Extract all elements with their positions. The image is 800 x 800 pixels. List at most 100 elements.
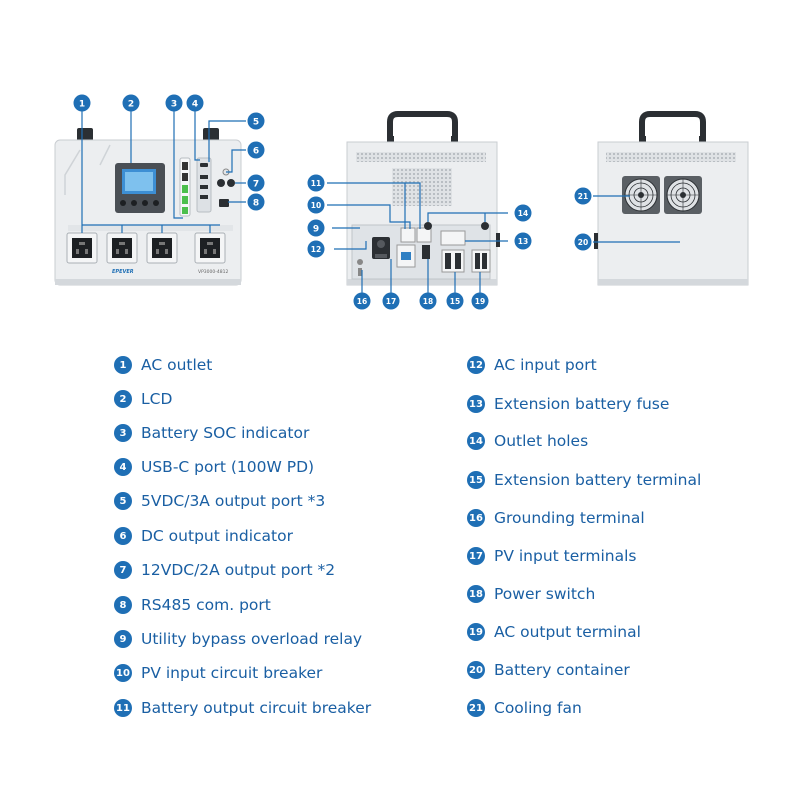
svg-text:5: 5 (253, 118, 259, 128)
callout-badge: 10 (307, 196, 325, 214)
svg-text:12: 12 (311, 245, 321, 254)
legend-number: 4 (114, 458, 132, 476)
front-view: EPEVER VP3000-4812 (54, 110, 246, 286)
legend-number: 8 (114, 596, 132, 614)
callout-badge: 8 (247, 193, 265, 211)
legend-label: USB-C port (100W PD) (141, 458, 315, 476)
legend-label: PV input circuit breaker (141, 664, 323, 682)
svg-text:20: 20 (578, 238, 588, 247)
legend-label: Battery container (494, 661, 630, 679)
legend-label: AC outlet (141, 356, 213, 374)
legend-item: 14 Outlet holes (467, 432, 588, 450)
legend-number: 15 (467, 471, 485, 489)
legend-item: 1 AC outlet (114, 356, 212, 374)
legend-item: 12 AC input port (467, 356, 597, 374)
legend-item: 8 RS485 com. port (114, 596, 271, 614)
callout-badge: 15 (446, 292, 464, 310)
legend-label: Power switch (494, 585, 596, 603)
svg-text:1: 1 (79, 100, 85, 110)
legend-number: 13 (467, 395, 485, 413)
svg-text:8: 8 (253, 199, 259, 209)
svg-text:15: 15 (450, 297, 460, 306)
callout-badge: 12 (307, 240, 325, 258)
legend-number: 5 (114, 492, 132, 510)
callout-badge: 2 (122, 94, 140, 112)
legend-number: 12 (467, 356, 485, 374)
callout-badge: 6 (247, 141, 265, 159)
callout-badge: 14 (514, 204, 532, 222)
callout-badge: 13 (514, 232, 532, 250)
legend-number: 21 (467, 699, 485, 717)
legend-number: 18 (467, 585, 485, 603)
callout-badge: 17 (382, 292, 400, 310)
svg-text:2: 2 (128, 100, 134, 110)
legend-number: 11 (114, 699, 132, 717)
svg-text:6: 6 (253, 147, 259, 157)
svg-text:16: 16 (357, 297, 367, 306)
svg-text:7: 7 (253, 180, 259, 190)
legend-item: 17 PV input terminals (467, 547, 637, 565)
ac-outlets (66, 232, 226, 264)
legend-label: DC output indicator (141, 527, 293, 545)
legend-item: 10 PV input circuit breaker (114, 664, 322, 682)
legend-item: 21 Cooling fan (467, 699, 582, 717)
legend-label: PV input terminals (494, 547, 637, 565)
callout-badge: 19 (471, 292, 489, 310)
legend-number: 7 (114, 561, 132, 579)
legend-label: AC input port (494, 356, 597, 374)
svg-text:14: 14 (518, 209, 528, 218)
legend-label: 5VDC/3A output port *3 (141, 492, 326, 510)
callout-badge: 18 (419, 292, 437, 310)
soc-indicator (179, 157, 191, 217)
svg-text:13: 13 (518, 237, 528, 246)
legend-item: 20 Battery container (467, 661, 630, 679)
legend-label: AC output terminal (494, 623, 641, 641)
legend-label: Outlet holes (494, 432, 589, 450)
legend-number: 20 (467, 661, 485, 679)
callout-badge: 9 (307, 219, 325, 237)
legend-item: 13 Extension battery fuse (467, 395, 669, 413)
svg-text:4: 4 (192, 100, 198, 110)
legend-label: Extension battery fuse (494, 395, 670, 413)
callout-badge: 16 (353, 292, 371, 310)
legend-label: RS485 com. port (141, 596, 271, 614)
callout-badge: 1 (73, 94, 91, 112)
callout-badge: 20 (574, 233, 592, 251)
legend-number: 17 (467, 547, 485, 565)
legend-item: 5 5VDC/3A output port *3 (114, 492, 325, 510)
callout-badge: 4 (186, 94, 204, 112)
callout-badges: 1 2 3 4 5 6 7 8 11 10 9 12 16 17 18 15 1… (73, 94, 592, 310)
legend-label: Grounding terminal (494, 509, 645, 527)
legend-number: 16 (467, 509, 485, 527)
legend-number: 19 (467, 623, 485, 641)
legend-item: 16 Grounding terminal (467, 509, 645, 527)
svg-text:18: 18 (423, 297, 433, 306)
callout-badge: 11 (307, 174, 325, 192)
legend-label: Extension battery terminal (494, 471, 702, 489)
lcd-module (115, 163, 165, 213)
legend-label: Utility bypass overload relay (141, 630, 363, 648)
callout-badge: 21 (574, 187, 592, 205)
svg-text:10: 10 (311, 201, 321, 210)
legend-item: 4 USB-C port (100W PD) (114, 458, 314, 476)
rear-view (327, 111, 508, 300)
callout-badge: 5 (247, 112, 265, 130)
svg-text:19: 19 (475, 297, 485, 306)
legend-number: 1 (114, 356, 132, 374)
legend-number: 10 (114, 664, 132, 682)
svg-text:17: 17 (386, 297, 396, 306)
legend-label: Cooling fan (494, 699, 582, 717)
legend-label: Battery SOC indicator (141, 424, 310, 442)
legend-number: 14 (467, 432, 485, 450)
callout-badge: 7 (247, 174, 265, 192)
cooling-fan-icon (622, 176, 702, 214)
side-view (593, 111, 749, 286)
legend-number: 2 (114, 390, 132, 408)
model-label: VP3000-4812 (198, 269, 228, 275)
